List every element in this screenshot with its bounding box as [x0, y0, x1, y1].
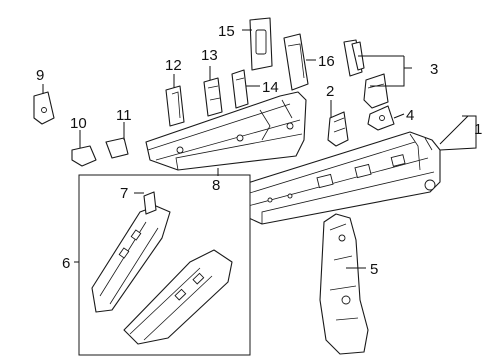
part-9 — [33, 91, 55, 125]
callout-16: 16 — [318, 53, 335, 70]
callout-labels: 1 2 3 4 5 6 7 8 9 10 11 12 13 14 15 16 — [36, 23, 482, 278]
part-3-brackets — [343, 39, 389, 109]
callout-13: 13 — [201, 47, 218, 64]
callout-1: 1 — [474, 121, 482, 138]
part-1-frame-rail — [237, 131, 441, 225]
part-11 — [105, 137, 129, 159]
part-12 — [165, 85, 185, 127]
part-10 — [71, 145, 97, 167]
callout-12: 12 — [165, 57, 182, 74]
callout-7: 7 — [120, 185, 128, 202]
part-5-pillar-panel — [319, 213, 369, 355]
callout-5: 5 — [370, 261, 378, 278]
part-15 — [249, 17, 273, 71]
callout-2: 2 — [326, 83, 334, 100]
part-14 — [231, 69, 249, 109]
part-2-bracket — [327, 111, 349, 147]
callout-10: 10 — [70, 115, 87, 132]
callout-8: 8 — [212, 177, 220, 194]
callout-14: 14 — [262, 79, 279, 96]
part-8-upper-rail — [145, 91, 307, 171]
part-13 — [203, 77, 223, 117]
callout-4: 4 — [406, 107, 414, 124]
callout-11: 11 — [116, 107, 132, 124]
part-16 — [283, 33, 309, 91]
callout-9: 9 — [36, 67, 44, 84]
callout-6: 6 — [62, 255, 70, 272]
part-6-inset — [78, 174, 251, 356]
part-4-gusset — [367, 105, 395, 131]
callout-15: 15 — [218, 23, 235, 40]
callout-3: 3 — [430, 61, 438, 78]
leader-lines — [42, 29, 477, 269]
